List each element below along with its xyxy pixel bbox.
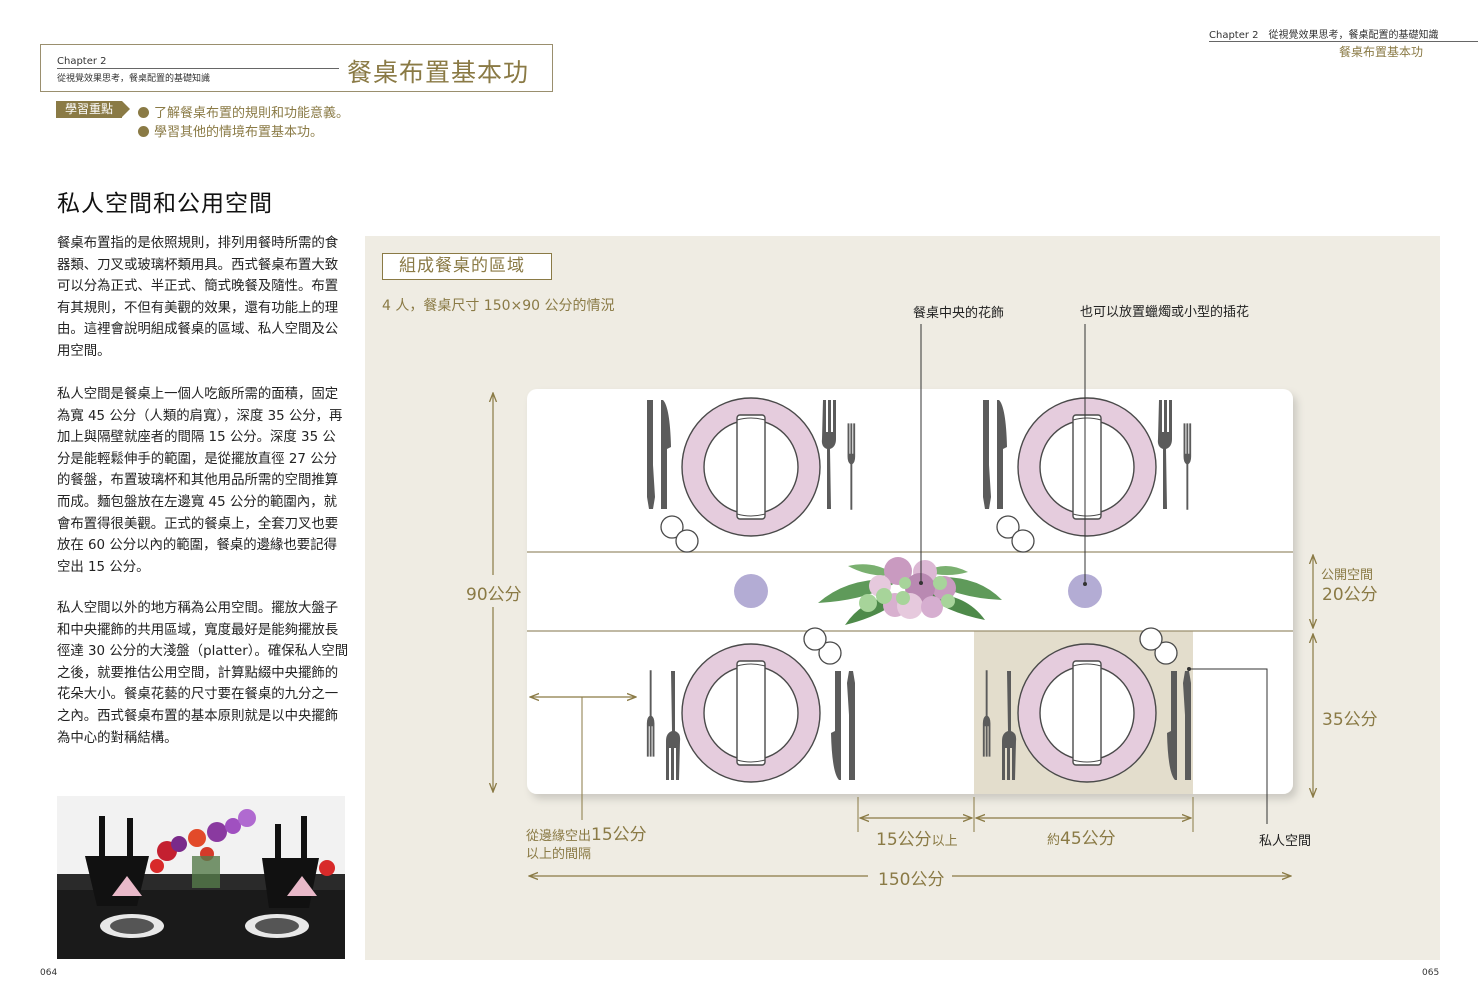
- chapter-subtitle: 從視覺效果思考，餐桌配置的基礎知識: [57, 74, 211, 84]
- header-divider: [57, 68, 339, 69]
- private-space-leader-dot: [1187, 667, 1191, 671]
- chapter-title: 餐桌布置基本功: [347, 58, 530, 87]
- centerpiece-flowers: [818, 557, 1002, 625]
- private-width-label: 約45公分: [1047, 824, 1116, 849]
- private-space-label: 私人空間: [1259, 834, 1312, 849]
- edge-note-line2: 以上的間隔: [526, 847, 592, 862]
- body-paragraph: 餐桌布置指的是依照規則，排列用餐時所需的食器類、刀叉或玻璃杯類用具。西式餐桌布置…: [57, 236, 339, 359]
- key-points-tag: 學習重點: [56, 101, 122, 118]
- running-header-rule: [1209, 41, 1478, 42]
- gap-number: 15公分: [876, 830, 932, 850]
- key-point-item: 學習其他的情境布置基本功。: [138, 121, 323, 140]
- chapter-label: Chapter 2: [57, 56, 107, 67]
- edge-note-text: 從邊緣空出: [526, 829, 592, 844]
- width-number: 45公分: [1060, 829, 1116, 849]
- gap-suffix: 以上: [931, 834, 958, 849]
- table-setting-photo: [57, 796, 345, 959]
- edge-note-number: 15公分: [591, 825, 647, 845]
- body-paragraph: 私人空間以外的地方稱為公用空間。擺放大盤子和中央擺飾的共用區域，寬度最好是能夠擺…: [57, 601, 349, 746]
- page-number-right: 065: [1422, 968, 1440, 978]
- key-points-arrow-icon: [122, 101, 130, 117]
- bullet-icon: [138, 107, 149, 118]
- bullet-icon: [138, 126, 149, 137]
- diagram-subtitle: 4 人，餐桌尺寸 150×90 公分的情況: [382, 298, 615, 314]
- edge-note-line1: 從邊緣空出15公分: [526, 820, 647, 845]
- key-point-text: 學習其他的情境布置基本功。: [154, 125, 324, 140]
- public-space-label: 公開空間: [1321, 568, 1374, 583]
- candle-leader-dot: [1083, 582, 1087, 586]
- public-depth-label: 20公分: [1322, 585, 1378, 605]
- centerpiece-leader-dot: [919, 581, 923, 585]
- candle-right: [1068, 574, 1102, 608]
- width-prefix: 約: [1047, 833, 1061, 848]
- chapter-header: Chapter 2 從視覺效果思考，餐桌配置的基礎知識 餐桌布置基本功: [40, 44, 553, 92]
- section-title: 私人空間和公用空間: [57, 191, 273, 217]
- private-space-leader-line: [1189, 668, 1268, 824]
- key-point-item: 了解餐桌布置的規則和功能意義。: [138, 102, 349, 121]
- private-depth-label: 35公分: [1322, 710, 1378, 730]
- key-point-text: 了解餐桌布置的規則和功能意義。: [154, 106, 350, 121]
- gap-label: 15公分以上: [876, 825, 958, 850]
- centerpiece-label: 餐桌中央的花飾: [913, 306, 1005, 321]
- page-number-left: 064: [40, 968, 58, 978]
- candle-left: [734, 574, 768, 608]
- candles-label: 也可以放置蠟燭或小型的插花: [1080, 305, 1250, 320]
- running-header-title: 餐桌布置基本功: [1339, 45, 1424, 59]
- total-width-label: 150公分: [878, 870, 945, 890]
- diagram-title: 組成餐桌的區域: [382, 253, 552, 280]
- running-header-chapter: Chapter 2 從視覺效果思考，餐桌配置的基礎知識: [1209, 30, 1439, 41]
- body-paragraph: 私人空間是餐桌上一個人吃飯所需的面積，固定為寬 45 公分（人類的肩寬），深度 …: [57, 387, 343, 575]
- height-label: 90公分: [466, 585, 522, 605]
